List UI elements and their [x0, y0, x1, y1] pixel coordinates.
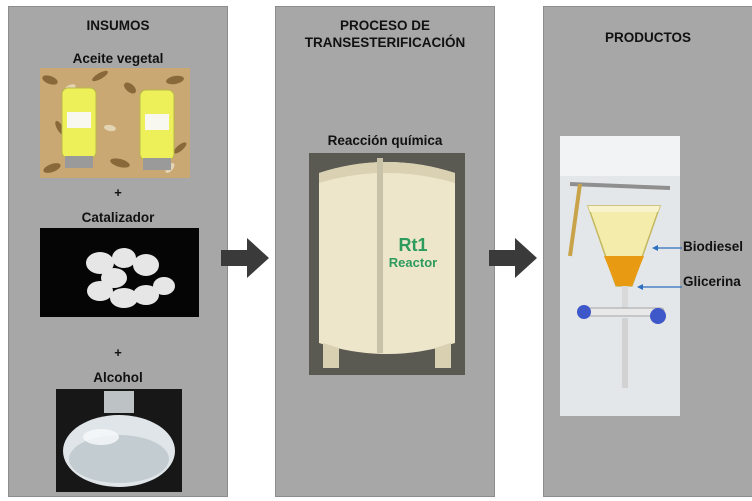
arrow-right-icon: [489, 238, 537, 278]
reactor-label-rt1: Rt1: [398, 235, 427, 255]
reactor-label-reactor: Reactor: [389, 255, 437, 270]
biodiesel-pointer-icon: [652, 239, 682, 251]
proceso-title-line1: PROCESO DE: [339, 18, 431, 33]
insumos-title: INSUMOS: [86, 18, 150, 33]
alcohol-label: Alcohol: [93, 370, 143, 385]
plus-sign-1: +: [114, 185, 122, 200]
catalizador-label: Catalizador: [81, 210, 155, 225]
separatory-funnel-photo: [560, 136, 680, 416]
productos-title: PRODUCTOS: [604, 30, 691, 45]
proceso-title-line2: TRANSESTERIFICACIÓN: [304, 35, 466, 50]
reactor-photo: Rt1 Reactor: [309, 153, 465, 375]
aceite-vegetal-photo: [40, 68, 190, 178]
glicerina-label: Glicerina: [683, 274, 741, 289]
alcohol-photo: [56, 389, 182, 492]
glicerina-pointer-icon: [637, 278, 682, 290]
aceite-vegetal-label: Aceite vegetal: [72, 51, 164, 66]
catalizador-photo: [40, 228, 199, 317]
biodiesel-label: Biodiesel: [683, 239, 744, 254]
proceso-panel: PROCESO DE TRANSESTERIFICACIÓN Reacción …: [275, 6, 495, 497]
arrow-right-icon: [221, 238, 269, 278]
plus-sign-2: +: [114, 345, 122, 360]
productos-panel: PRODUCTOS Biodiesel: [543, 6, 752, 497]
reaccion-quimica-label: Reacción química: [327, 133, 443, 148]
insumos-panel: INSUMOS Aceite vegetal: [8, 6, 228, 497]
